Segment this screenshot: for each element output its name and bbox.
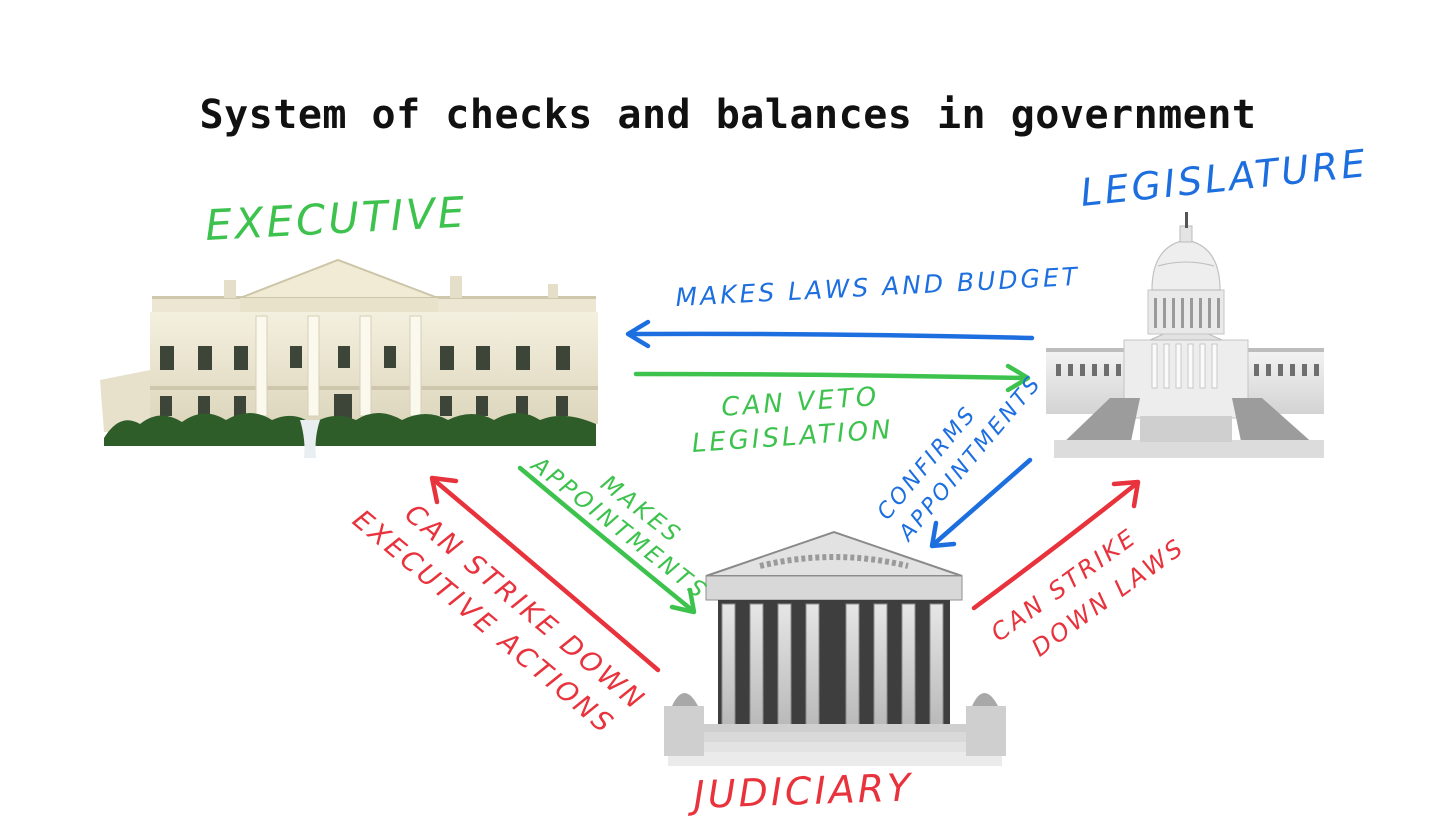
can-veto-label: CAN VETO LEGISLATION xyxy=(691,382,895,459)
can-veto-line2: LEGISLATION xyxy=(691,415,895,459)
strike-exec-line2: EXECUTIVE ACTIONS xyxy=(347,504,621,741)
strike-laws-label: CAN STRIKE DOWN LAWS xyxy=(986,523,1190,663)
arrow-legislature-to-judiciary xyxy=(929,457,1033,549)
makes-laws-label: MAKES LAWS AND BUDGET xyxy=(675,262,1081,312)
us-capitol-icon xyxy=(1046,212,1324,458)
arrow-judiciary-to-executive xyxy=(429,475,661,673)
arrow-judiciary-to-legislature xyxy=(971,479,1141,611)
supreme-court-icon xyxy=(664,530,1006,766)
confirms-appointments-label: CONFIRMS APPOINTMENTS xyxy=(873,370,1048,547)
judiciary-label: JUDICIARY xyxy=(686,765,914,817)
arrow-executive-to-legislature xyxy=(633,363,1031,393)
arrow-legislature-to-executive xyxy=(625,319,1035,349)
arrow-executive-to-judiciary xyxy=(517,465,697,615)
executive-label: EXECUTIVE xyxy=(204,187,468,250)
legislature-label: LEGISLATURE xyxy=(1078,141,1370,215)
white-house-icon xyxy=(100,258,598,458)
page-title: System of checks and balances in governm… xyxy=(199,92,1257,138)
